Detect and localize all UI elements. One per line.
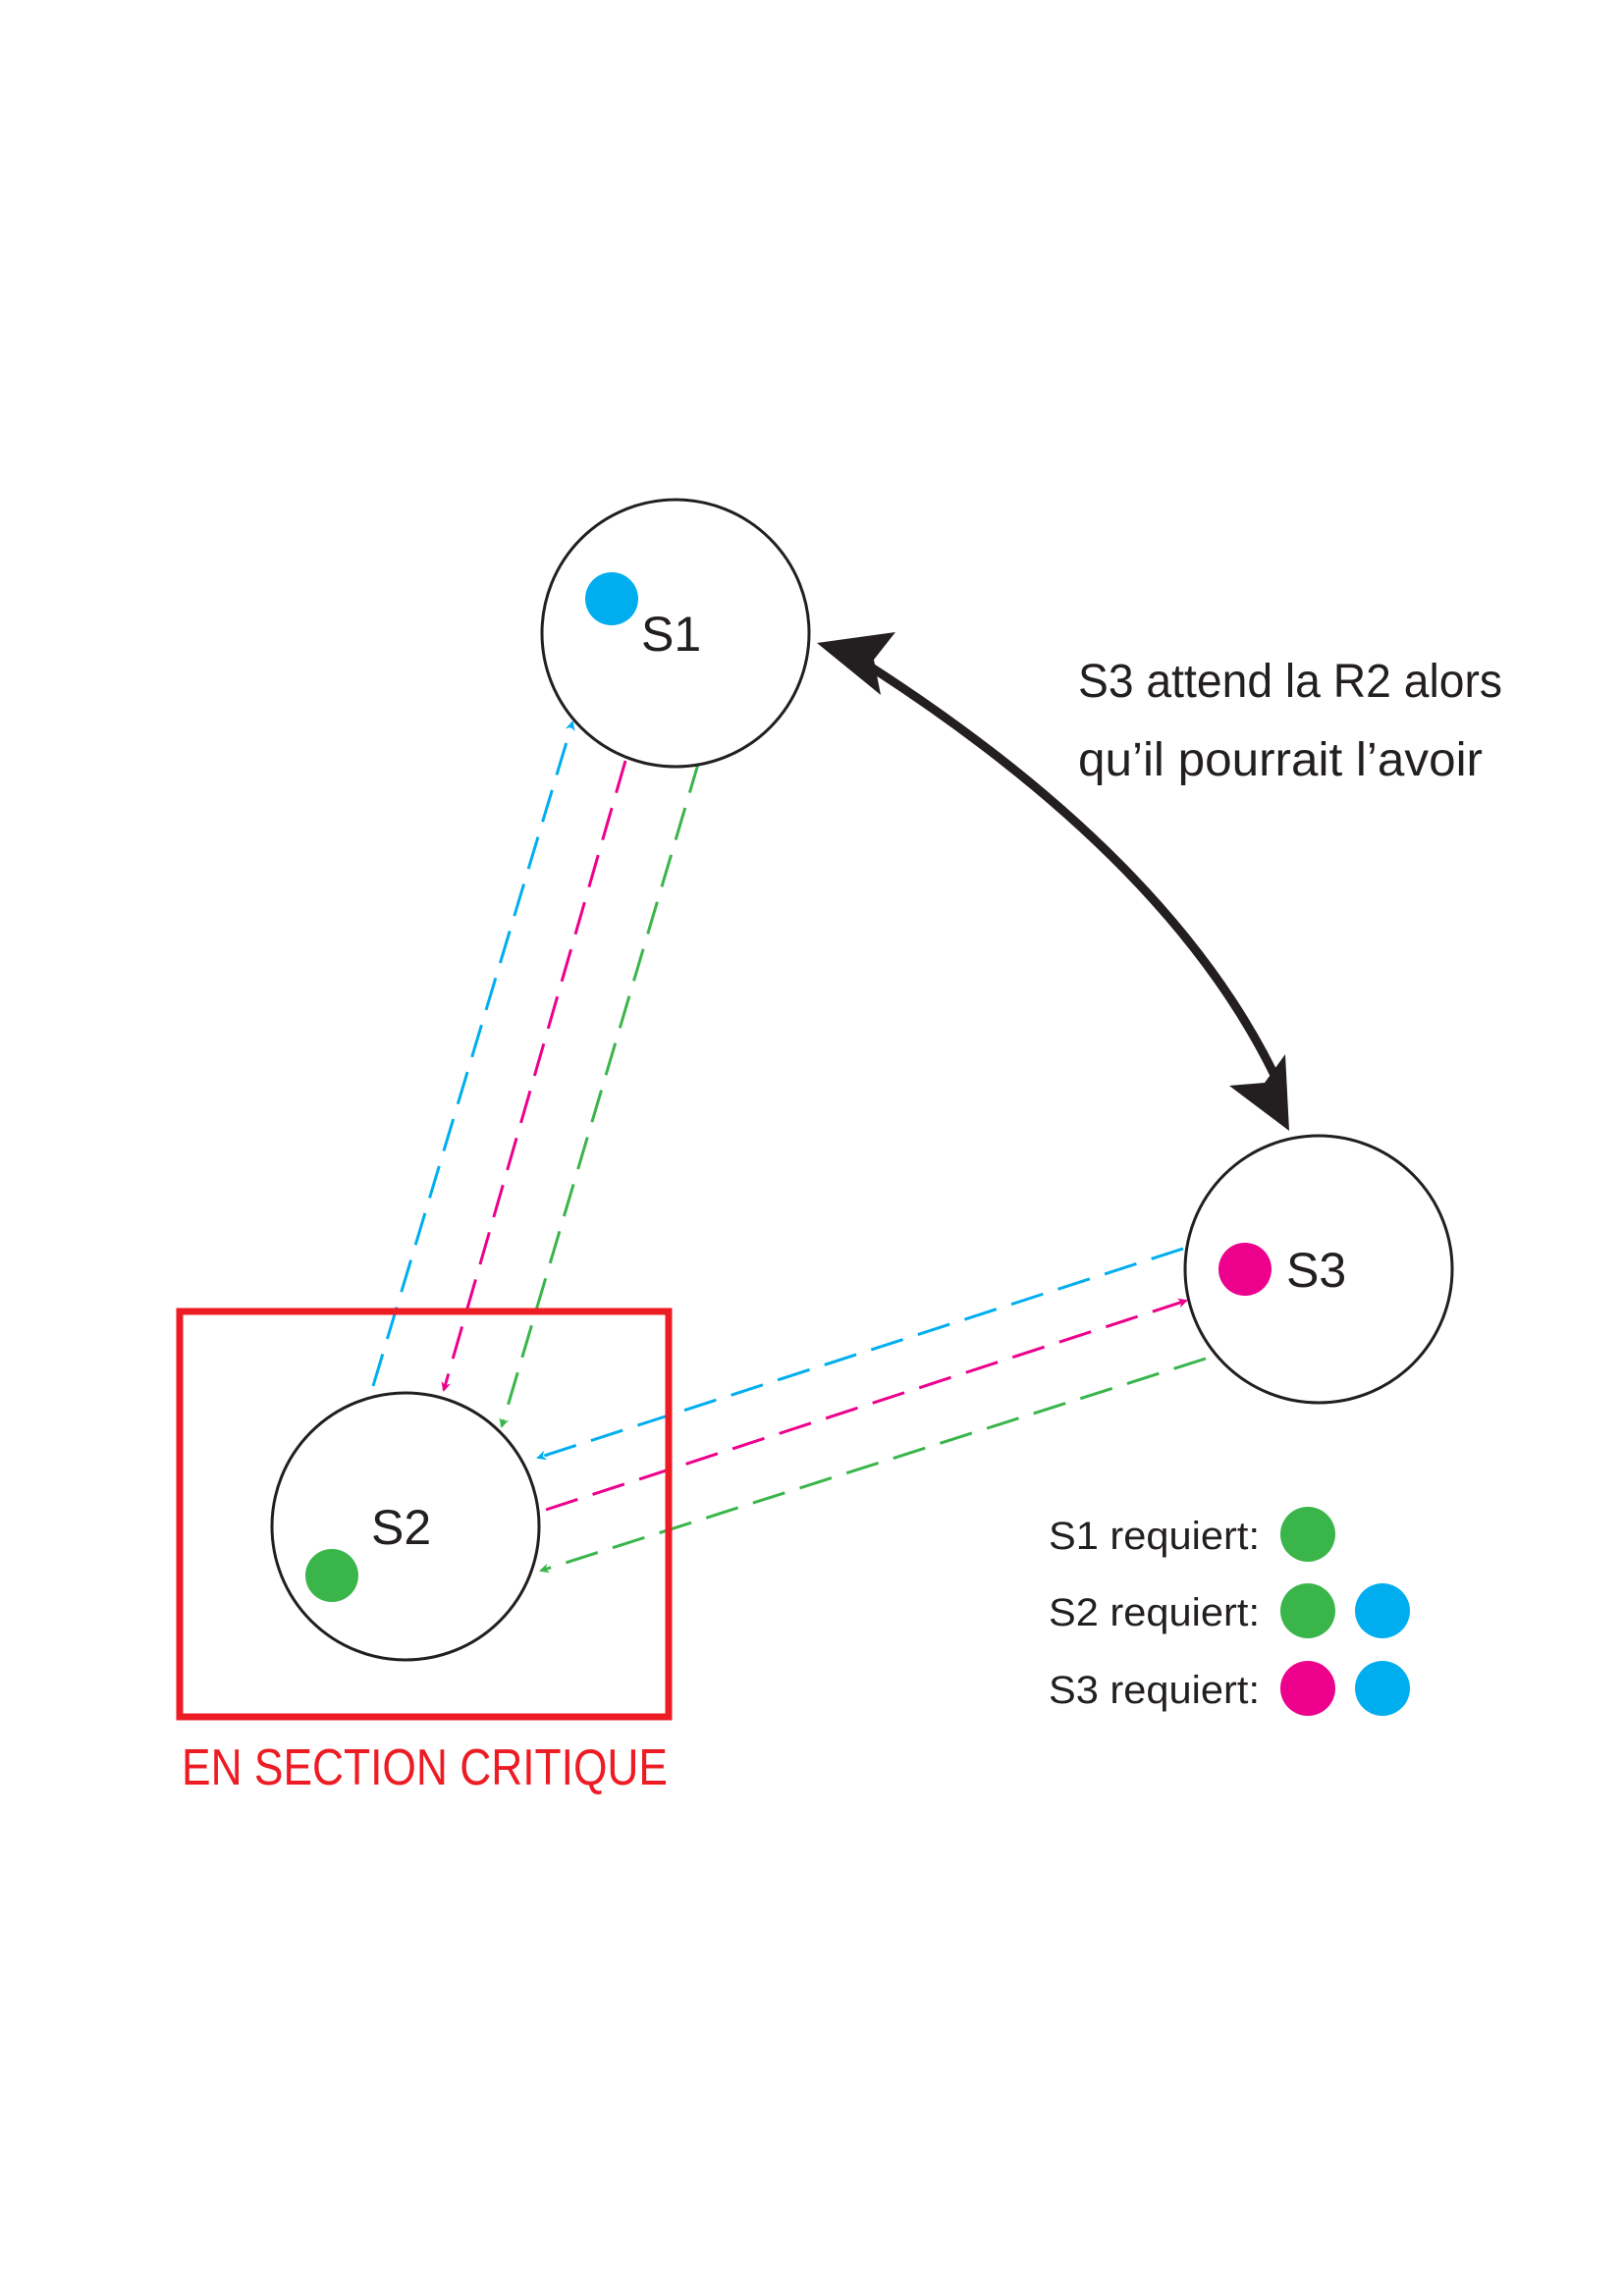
legend-magenta-icon [1280, 1661, 1335, 1716]
node-s1: S1 [540, 498, 811, 769]
legend-row-s2: S2 requiert: [1049, 1583, 1410, 1638]
node-s3: S3 [1183, 1134, 1454, 1405]
legend-row-s3: S3 requiert: [1049, 1661, 1410, 1716]
legend-cyan-icon [1355, 1661, 1410, 1716]
message-s1-to-s2-magenta [441, 760, 627, 1392]
node-s1-label: S1 [641, 607, 701, 662]
legend-cyan-icon [1355, 1583, 1410, 1638]
legend: S1 requiert: S2 requiert: S3 requiert: [1049, 1507, 1410, 1716]
wait-arrow-curve [861, 659, 1286, 1092]
resource-token-green-icon [305, 1549, 358, 1602]
resource-token-magenta-icon [1218, 1243, 1272, 1296]
node-s1-circle [540, 498, 811, 769]
legend-green-icon [1280, 1507, 1335, 1562]
critical-section-label: EN SECTION CRITIQUE [182, 1739, 668, 1796]
critical-section-box [176, 1308, 673, 1721]
resource-token-cyan-icon [585, 572, 638, 625]
annotation-line-1: S3 attend la R2 alors [1078, 656, 1502, 708]
legend-green-icon [1280, 1583, 1335, 1638]
wait-arrowhead-s1 [817, 632, 895, 695]
message-s3-to-s2-cyan [536, 1247, 1184, 1461]
legend-label: S1 requiert: [1049, 1515, 1260, 1558]
annotation-line-2: qu’il pourrait l’avoir [1078, 734, 1483, 786]
wait-arrowhead-s3 [1229, 1054, 1289, 1131]
message-s2-to-s1-cyan [371, 721, 575, 1387]
legend-label: S2 requiert: [1049, 1591, 1260, 1634]
message-s2-to-s3-magenta [545, 1298, 1188, 1512]
node-s2: S2 [270, 1391, 541, 1662]
node-s2-label: S2 [371, 1500, 431, 1555]
message-s1-to-s2-green [499, 760, 701, 1428]
legend-row-s1: S1 requiert: [1049, 1507, 1335, 1562]
node-s3-label: S3 [1286, 1243, 1346, 1298]
node-s3-circle [1183, 1134, 1454, 1405]
legend-label: S3 requiert: [1049, 1669, 1260, 1712]
message-s3-to-s2-green [539, 1357, 1207, 1574]
